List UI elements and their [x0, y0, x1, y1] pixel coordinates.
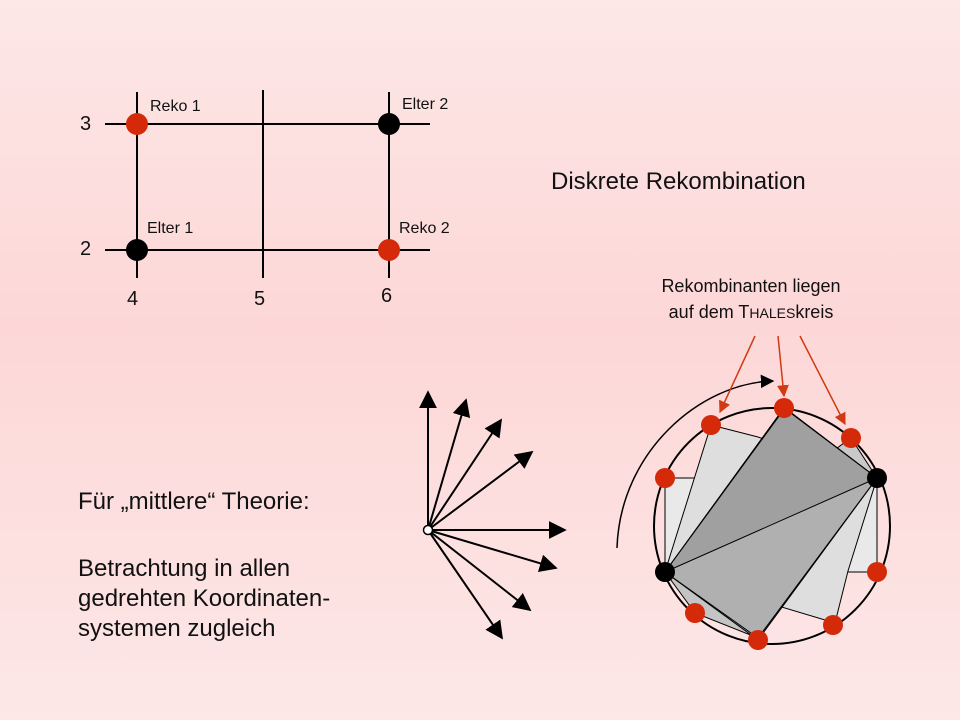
reko1-dot: [126, 113, 148, 135]
theory-description: Betrachtung in allen gedrehten Koordinat…: [78, 554, 330, 644]
annotation-arrows: [719, 335, 846, 426]
thales-circle-diagram: [653, 398, 891, 650]
thales-note-suffix: kreis: [795, 302, 834, 322]
recombinant-dot: [867, 562, 887, 582]
annotation-arrow: [719, 335, 756, 414]
axis-arrow: [427, 529, 532, 612]
parent-dot-left: [655, 562, 675, 582]
theory-line1: Betrachtung in allen: [78, 555, 291, 582]
y-tick-2: 2: [80, 238, 92, 260]
thales-note-smallcaps: HALES: [749, 305, 796, 321]
elter1-dot: [126, 239, 148, 261]
recombinant-dot: [685, 603, 705, 623]
diagram-title: Diskrete Rekombination: [551, 168, 806, 195]
thales-note-prefix: auf dem T: [668, 302, 750, 322]
recombinant-dot: [774, 398, 794, 418]
elter2-label: Elter 2: [402, 96, 449, 113]
y-tick-3: 3: [80, 113, 92, 135]
reko2-dot: [378, 239, 400, 261]
axis-arrow: [427, 398, 471, 531]
elter1-label: Elter 1: [147, 220, 194, 237]
recombinant-dot: [655, 468, 675, 488]
recombinant-dot: [701, 415, 721, 435]
annotation-arrow: [776, 335, 789, 398]
elter2-dot: [378, 113, 400, 135]
axis-arrow: [427, 529, 558, 573]
thales-note-line1: Rekombinanten liegen: [661, 276, 841, 296]
annotation-arrow: [799, 335, 846, 426]
parent-dot-right: [867, 468, 887, 488]
thales-note-line2: auf dem THALESkreis: [622, 299, 880, 326]
axis-arrow: [427, 529, 504, 640]
theory-line3: systemen zugleich: [78, 615, 276, 642]
x-tick-6: 6: [381, 285, 393, 307]
axis-arrow: [427, 418, 502, 531]
reko2-label: Reko 2: [399, 220, 450, 237]
thales-note: Rekombinanten liegen auf dem THALESkreis: [622, 273, 880, 326]
reko1-label: Reko 1: [150, 98, 201, 115]
rotated-axes-fan: [419, 390, 567, 640]
recombinant-dot: [823, 615, 843, 635]
recombinant-dot: [841, 428, 861, 448]
x-tick-4: 4: [127, 288, 139, 310]
axis-arrow: [427, 450, 534, 531]
recombinant-dot: [748, 630, 768, 650]
axes-origin: [422, 524, 434, 536]
thales-circle: [653, 407, 891, 645]
theory-line2: gedrehten Koordinaten-: [78, 585, 331, 612]
x-tick-5: 5: [254, 288, 266, 310]
theory-heading: Für „mittlere“ Theorie:: [78, 488, 310, 515]
rotation-arc-arrow: [616, 374, 775, 549]
